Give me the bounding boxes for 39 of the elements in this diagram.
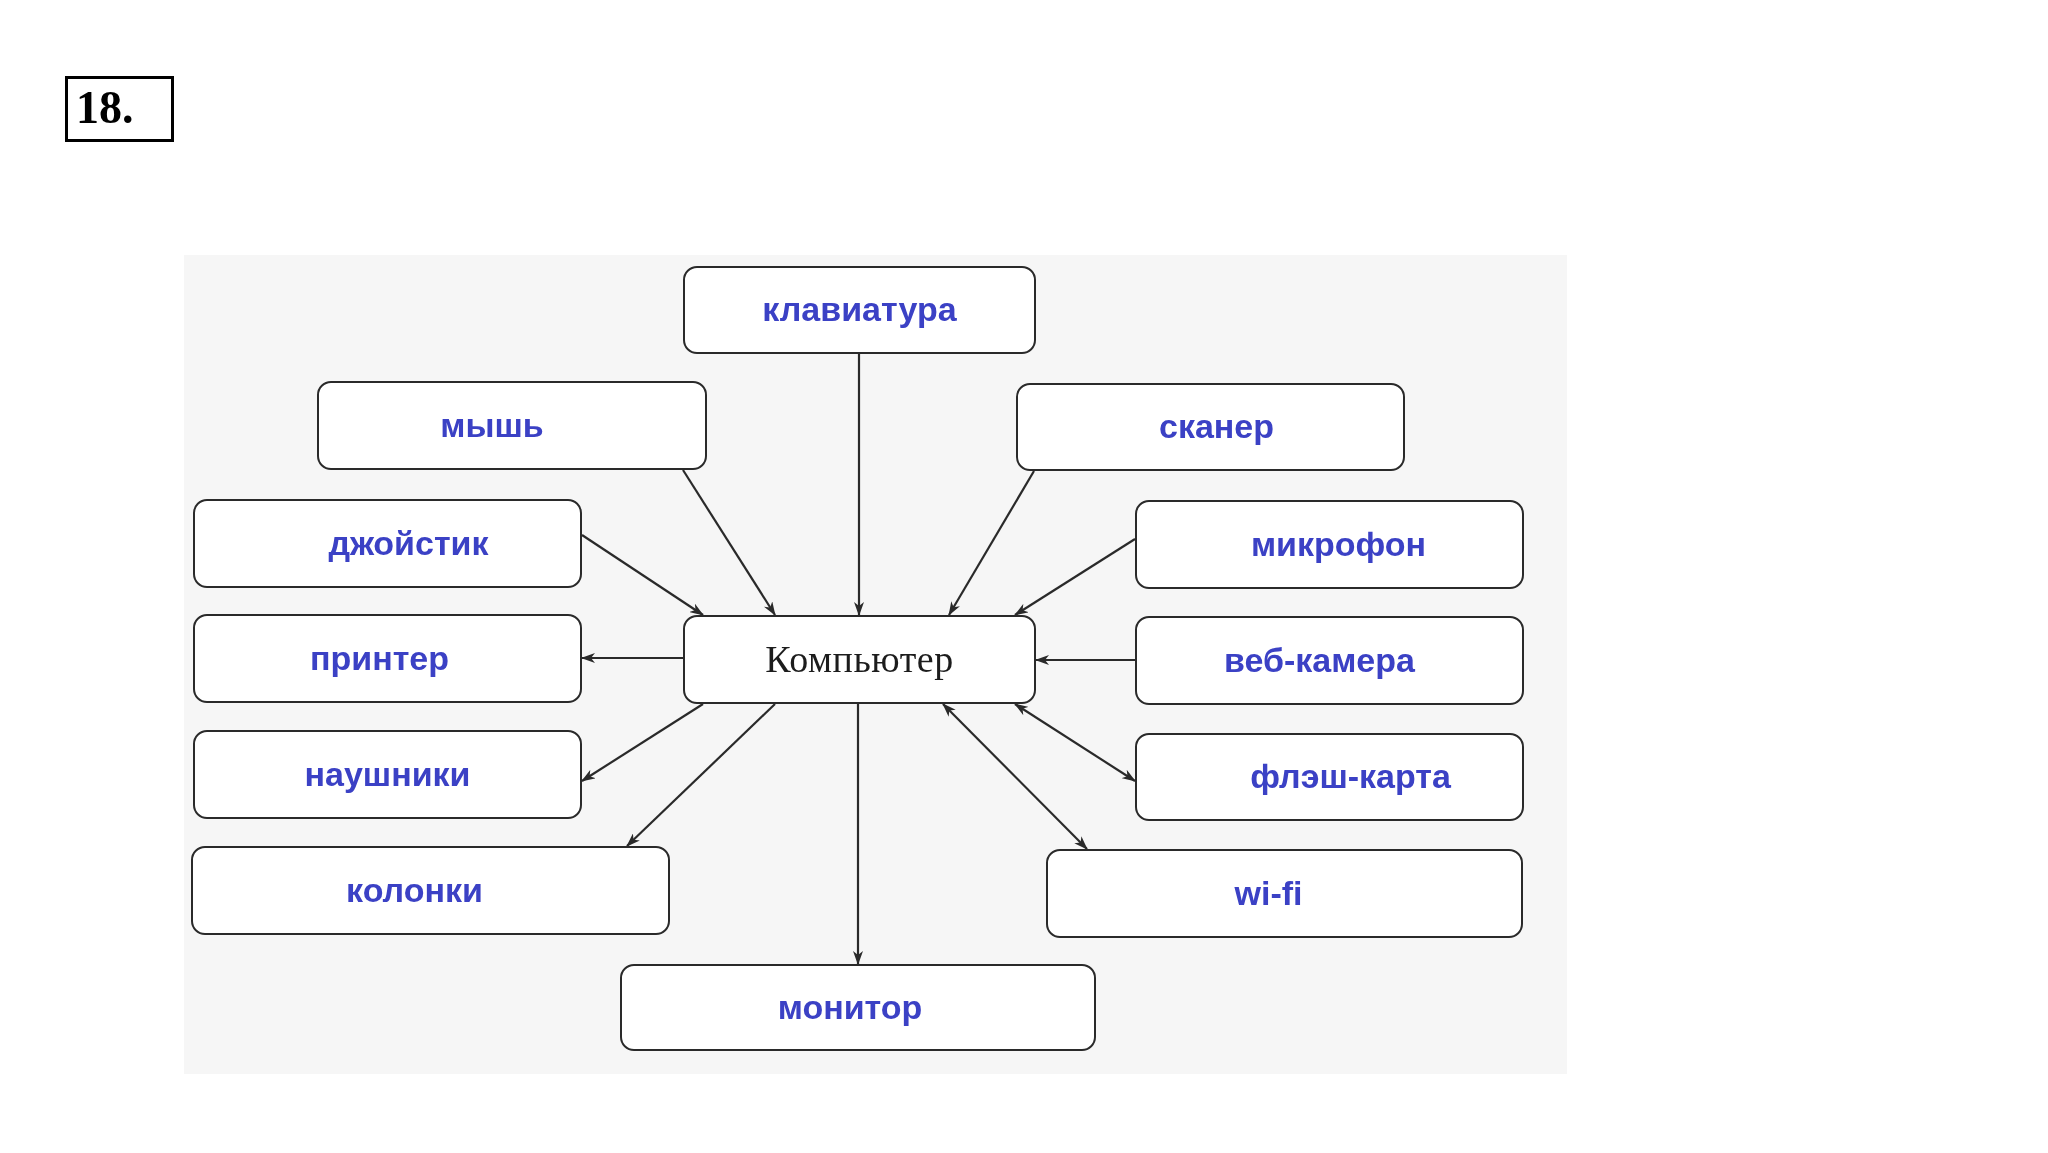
arrow xyxy=(581,703,704,782)
node-label: микрофон xyxy=(1250,524,1427,565)
arrow xyxy=(942,703,1088,850)
node-label: принтер xyxy=(309,638,450,679)
node-label: сканер xyxy=(1158,407,1275,447)
rounded-box xyxy=(193,614,582,703)
rounded-box xyxy=(191,846,670,935)
rounded-box xyxy=(317,381,707,470)
node-label: мышь xyxy=(440,405,544,446)
rounded-box xyxy=(1135,616,1524,705)
arrow xyxy=(853,704,863,965)
exercise-number: 18. xyxy=(65,76,174,142)
arrow xyxy=(1035,655,1135,665)
node-label: Компьютер xyxy=(765,637,954,682)
arrow xyxy=(626,703,776,847)
node-label: наушники xyxy=(304,754,471,795)
node-label: wi-fi xyxy=(1234,873,1303,914)
node-label: веб-камера xyxy=(1224,640,1415,681)
arrow xyxy=(581,534,704,616)
arrow xyxy=(682,469,776,616)
rounded-box xyxy=(1016,383,1405,471)
arrow xyxy=(1014,538,1136,616)
rounded-box xyxy=(683,615,1036,704)
node-label: флэш-карта xyxy=(1250,757,1451,797)
node-label: джойстик xyxy=(328,523,489,564)
rounded-box xyxy=(1046,849,1523,938)
node-label: клавиатура xyxy=(762,290,957,330)
rounded-box xyxy=(193,499,582,588)
arrow xyxy=(854,354,864,616)
rounded-box xyxy=(193,730,582,819)
arrow xyxy=(948,470,1035,616)
rounded-box xyxy=(620,964,1096,1051)
rounded-box xyxy=(1135,733,1524,821)
arrow xyxy=(581,653,683,663)
node-label: колонки xyxy=(346,870,483,911)
node-label: монитор xyxy=(777,987,923,1028)
rounded-box xyxy=(1135,500,1524,589)
arrow xyxy=(1014,703,1136,782)
rounded-box xyxy=(683,266,1036,354)
